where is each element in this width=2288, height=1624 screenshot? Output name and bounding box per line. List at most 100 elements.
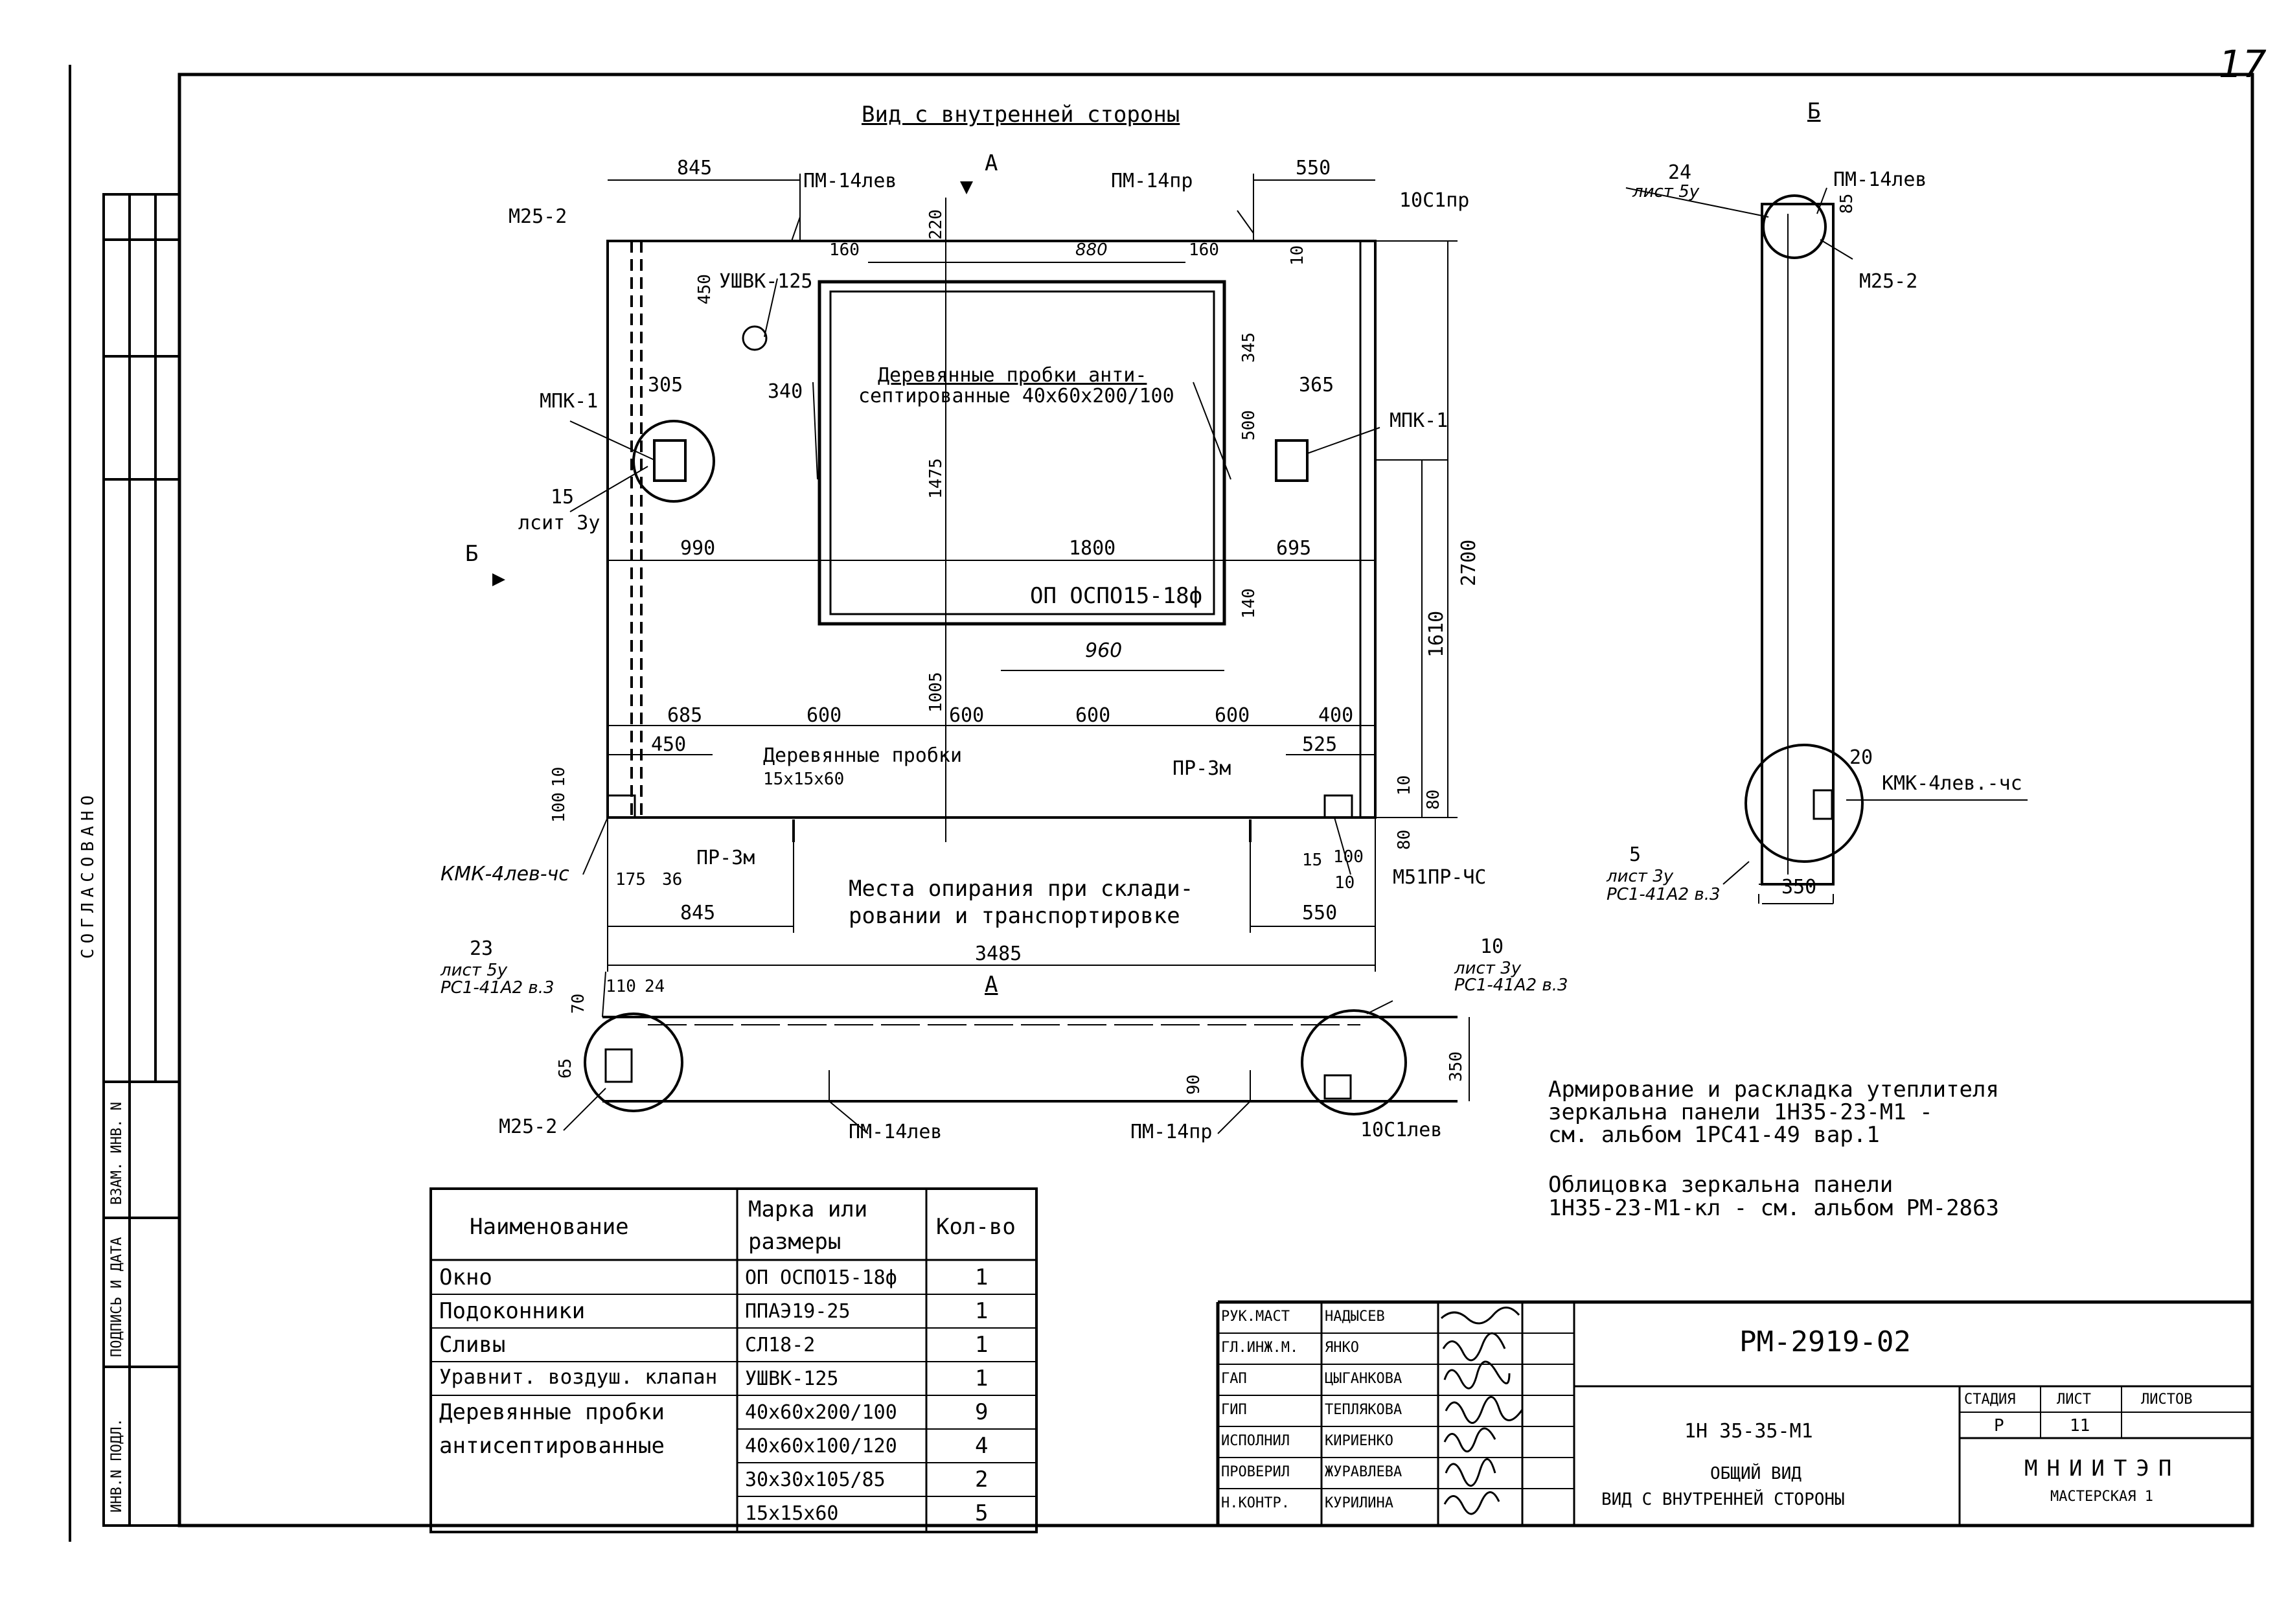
label-10c1pr: 10С1пр: [1399, 189, 1470, 212]
doc-number: РМ-2919-02: [1739, 1325, 1911, 1358]
dim-10-right: 10: [1395, 775, 1414, 795]
dim-15-right: 15: [1302, 851, 1323, 870]
label-pm14lev-front: ПМ-14лев: [803, 170, 897, 192]
dim-880: 880: [1075, 240, 1108, 260]
spec-row-qty: 4: [975, 1433, 989, 1459]
dim-100-right: 100: [1333, 847, 1364, 867]
dim-400: 400: [1318, 704, 1354, 727]
sheet-title-2: ВИД С ВНУТРЕННЕЙ СТОРОНЫ: [1601, 1490, 1845, 1509]
dim-1800: 1800: [1069, 537, 1116, 560]
sheets-label: ЛИСТОВ: [2141, 1391, 2193, 1408]
secA-70: 70: [569, 993, 588, 1014]
org-workshop: МАСТЕРСКАЯ 1: [2050, 1489, 2153, 1505]
secA-pm14lev: ПМ-14лев: [849, 1121, 943, 1143]
view-title: Вид с внутренней стороны: [862, 102, 1180, 128]
dim-160-left: 160: [829, 240, 860, 260]
secB-24: 24: [1668, 161, 1692, 184]
spec-row-mark: 40х60х100/120: [745, 1435, 897, 1458]
dim-600-b: 600: [949, 704, 985, 727]
spec-row-qty: 5: [975, 1500, 989, 1526]
dim-100-left: 100: [549, 792, 569, 823]
dim-990: 990: [680, 537, 716, 560]
dim-450: 450: [695, 274, 715, 304]
spec-row-name: антисептированные: [439, 1433, 665, 1459]
label-list3u-front: лсит 3у: [518, 512, 601, 534]
dim-160-right: 160: [1189, 240, 1219, 260]
spec-row-qty: 2: [975, 1467, 989, 1492]
secA-list5u: лист 5у: [440, 961, 508, 980]
dim-175: 175: [615, 870, 646, 889]
secB-m25-2: М25-2: [1859, 270, 1918, 293]
dim-450-bottom: 450: [651, 733, 687, 756]
tb-name: ЯНКО: [1325, 1340, 1359, 1356]
label-window-op: ОП ОСПО15-18ф: [1030, 583, 1203, 609]
dim-960: 960: [1085, 639, 1123, 662]
stamp-sign-date: ПОДПИСЬ И ДАТА: [109, 1237, 125, 1357]
spec-row-mark: ОП ОСПО15-18ф: [745, 1266, 897, 1289]
tb-role: ГАП: [1221, 1371, 1247, 1387]
view-b-title: Б: [1807, 98, 1821, 124]
note-oblic-2: 1Н35-23-М1-кл - см. альбом РМ-2863: [1548, 1195, 1999, 1221]
tb-role: РУК.МАСТ: [1221, 1309, 1290, 1325]
spec-row-qty: 1: [975, 1298, 989, 1324]
tb-name: ЖУРАВЛЕВА: [1325, 1464, 1402, 1480]
dim-36: 36: [662, 870, 683, 889]
dim-15: 15: [551, 486, 575, 509]
spec-header-name: Наименование: [470, 1214, 629, 1240]
note-oblic-1: Облицовка зеркальна панели: [1548, 1172, 1893, 1198]
dim-600-d: 600: [1215, 704, 1250, 727]
tb-name: ТЕПЛЯКОВА: [1325, 1402, 1402, 1418]
note-support-1: Места опирания при склади-: [849, 876, 1194, 902]
dim-340: 340: [768, 380, 803, 403]
spec-row-qty: 1: [975, 1264, 989, 1290]
spec-header-mark-1: Марка или: [748, 1196, 868, 1222]
secA-pm14pr: ПМ-14пр: [1130, 1121, 1213, 1143]
secA-110: 110: [606, 977, 636, 996]
dim-10-right-bottom: 10: [1334, 873, 1355, 893]
secB-list3u: лист 3у: [1607, 867, 1674, 886]
spec-header-mark-2: размеры: [748, 1229, 841, 1255]
spec-row-mark: 30х30х105/85: [745, 1469, 886, 1491]
note-probki-small-1: Деревянные пробки: [763, 744, 963, 767]
secB-350: 350: [1781, 876, 1817, 898]
dim-600-c: 600: [1075, 704, 1111, 727]
secA-rc1: РС1-41А2 в.3: [440, 978, 555, 998]
secB-pm14lev: ПМ-14лев: [1833, 168, 1927, 191]
stamp-inv-vzam: ВЗАМ. ИНВ. N: [109, 1102, 125, 1205]
dim-695: 695: [1276, 537, 1312, 560]
dim-1475: 1475: [926, 458, 946, 499]
secB-rc1: РС1-41А2 в.3: [1607, 885, 1721, 904]
tb-role: ПРОВЕРИЛ: [1221, 1464, 1290, 1480]
secA-10: 10: [1480, 935, 1504, 958]
spec-row-mark: 40х60х200/100: [745, 1401, 897, 1424]
note-probki-1: Деревянные пробки анти-: [878, 364, 1147, 387]
spec-row-mark: 15х15х60: [745, 1502, 839, 1525]
arrow-b-label: Б: [465, 541, 479, 567]
label-ushvk: УШВК-125: [719, 270, 813, 293]
dim-1005: 1005: [926, 672, 946, 713]
secA-rc1b: РС1-41А2 в.3: [1454, 976, 1568, 995]
dim-500: 500: [1239, 410, 1259, 440]
spec-row-mark: УШВК-125: [745, 1367, 839, 1390]
secA-65: 65: [556, 1058, 575, 1079]
label-pm14pr-front: ПМ-14пр: [1111, 170, 1193, 192]
note-armir-3: см. альбом 1РС41-49 вар.1: [1548, 1122, 1880, 1148]
label-m25-2-front: М25-2: [509, 205, 567, 228]
label-m51: М51ПР-ЧС: [1393, 866, 1487, 889]
dim-550-top: 550: [1296, 157, 1331, 179]
org-name: МНИИТЭП: [2024, 1456, 2181, 1481]
secB-20: 20: [1849, 746, 1873, 769]
secA-10c1lev: 10С1лев: [1360, 1119, 1443, 1141]
dim-140: 140: [1239, 588, 1259, 619]
label-pr3m-right: ПР-3м: [1173, 757, 1231, 780]
dim-845-top: 845: [677, 157, 713, 179]
note-probki-2: септированные 40х60х200/100: [858, 385, 1174, 407]
dim-1610: 1610: [1425, 610, 1448, 658]
tb-name: ЦЫГАНКОВА: [1325, 1371, 1402, 1387]
secB-5: 5: [1629, 843, 1642, 866]
secA-24: 24: [645, 977, 665, 996]
tb-role: ИСПОЛНИЛ: [1221, 1433, 1290, 1449]
secA-90: 90: [1184, 1074, 1204, 1095]
spec-row-name: Деревянные пробки: [439, 1399, 665, 1425]
